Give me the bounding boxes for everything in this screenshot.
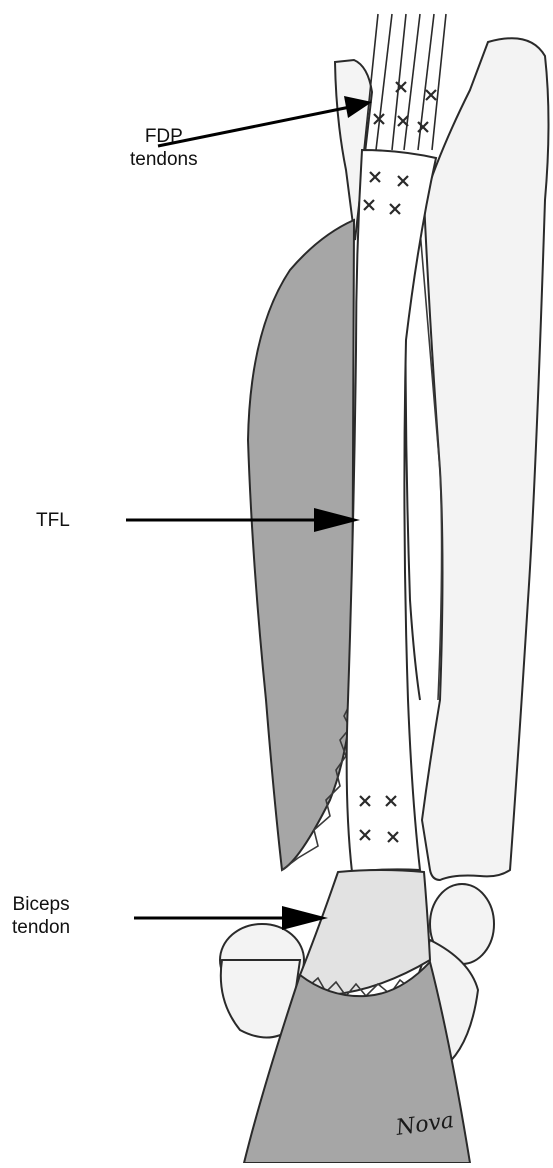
label-tfl-text: TFL	[36, 509, 70, 532]
label-biceps-line1: Biceps	[12, 893, 70, 916]
label-fdp-line1: FDP	[130, 125, 198, 148]
label-fdp-line2: tendons	[130, 148, 198, 171]
biceps-tendon	[300, 870, 430, 995]
arrow-tfl	[126, 508, 360, 532]
label-biceps-tendon: Biceps tendon	[12, 893, 70, 939]
bone-right	[422, 38, 549, 880]
arrow-biceps	[134, 906, 328, 930]
label-fdp-tendons: FDP tendons	[130, 125, 198, 171]
forearm-muscle	[248, 220, 354, 870]
label-tfl: TFL	[36, 509, 70, 532]
label-biceps-line2: tendon	[12, 916, 70, 939]
